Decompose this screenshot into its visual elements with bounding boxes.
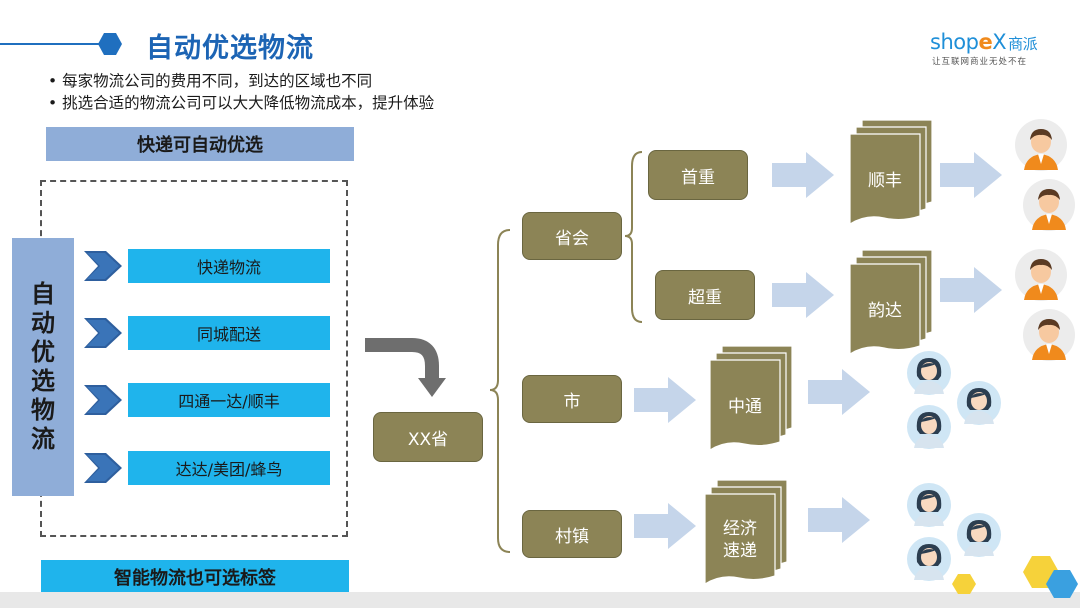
document-stack-icon (849, 249, 933, 356)
arrow-right-icon (940, 267, 1002, 313)
node-city: 市 (522, 375, 622, 423)
male-avatar-icon (1023, 179, 1075, 231)
side-label-auto-logistics: 自 动 优 选 物 流 (12, 238, 74, 496)
chevron-right-icon (84, 385, 122, 415)
male-avatar-icon (1015, 249, 1067, 301)
carrier-yunda: 韵达 (868, 301, 902, 321)
footer-band (0, 592, 1080, 608)
chevron-right-icon (84, 318, 122, 348)
smart-logistics-bar: 智能物流也可选标签 (41, 560, 349, 594)
logo-tagline: 让互联网商业无处不在 (932, 57, 1028, 67)
male-avatar-icon (1015, 119, 1067, 171)
item-express-logistics: 快递物流 (128, 249, 330, 283)
female-avatar-icon (907, 483, 951, 527)
arrow-right-icon (772, 272, 834, 318)
item-instant-delivery: 达达/美团/蜂鸟 (128, 451, 330, 485)
arrow-right-icon (772, 152, 834, 198)
female-avatar-icon (907, 405, 951, 449)
bullet-item: • 每家物流公司的费用不同，到达的区域也不同 (48, 72, 373, 90)
flow-arrows (634, 152, 1002, 549)
carrier-shunfeng: 顺丰 (868, 171, 902, 191)
arrow-right-icon (634, 377, 696, 423)
item-same-city: 同城配送 (128, 316, 330, 350)
female-avatar-icon (907, 351, 951, 395)
bullet-item: • 挑选合适的物流公司可以大大降低物流成本，提升体验 (48, 94, 435, 112)
bullet-list: • 每家物流公司的费用不同，到达的区域也不同 • 挑选合适的物流公司可以大大降低… (48, 70, 434, 114)
hexagon-icon (98, 33, 122, 55)
item-carriers: 四通一达/顺丰 (128, 383, 330, 417)
arrow-right-icon (808, 497, 870, 543)
node-first-weight: 首重 (648, 150, 748, 200)
arrow-right-icon (940, 152, 1002, 198)
brace-provincial (624, 151, 643, 323)
document-stack-icon (704, 479, 788, 586)
male-avatar-icon (1023, 309, 1075, 361)
document-stack-icon (709, 345, 793, 452)
chevron-right-icon (84, 453, 122, 483)
express-auto-select-bar: 快递可自动优选 (46, 127, 354, 161)
female-avatar-icon (907, 537, 951, 581)
female-avatar-icon (957, 513, 1001, 557)
curved-arrow (365, 338, 439, 378)
page-title: 自动优选物流 (146, 33, 314, 64)
title-accent-line (0, 43, 102, 45)
node-overweight: 超重 (655, 270, 755, 320)
decorative-hexagons (952, 556, 1078, 598)
carrier-zhongtong: 中通 (728, 397, 762, 417)
document-stack-icon (849, 119, 933, 226)
curved-arrow-head (418, 378, 446, 397)
node-town: 村镇 (522, 510, 622, 558)
chevron-right-icon (84, 251, 122, 281)
node-province: XX省 (373, 412, 483, 462)
brace-main (489, 229, 511, 553)
arrow-right-icon (634, 503, 696, 549)
arrow-right-icon (808, 369, 870, 415)
node-capital: 省会 (522, 212, 622, 260)
female-avatar-icon (957, 381, 1001, 425)
carrier-economy: 经济 速递 (723, 519, 757, 561)
